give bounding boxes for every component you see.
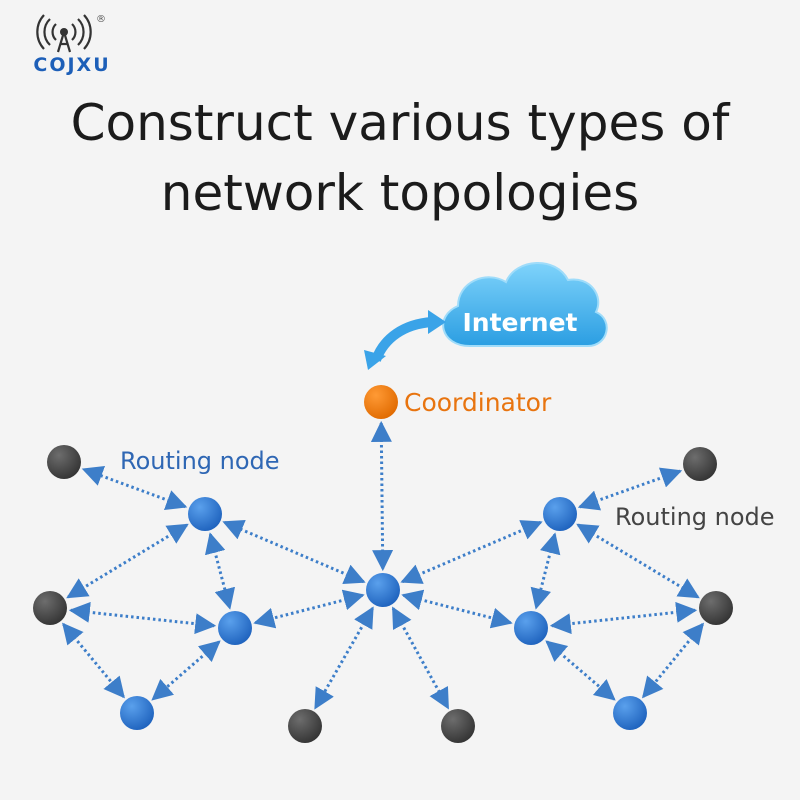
link-L-top-L-end-top — [81, 465, 188, 511]
internet-cloud: Internet — [442, 262, 608, 347]
link-R-mid-R-bot — [545, 640, 616, 701]
title-line-1: Construct various types of — [70, 94, 730, 152]
link-R-end-side-R-bot — [641, 622, 705, 699]
internet-label: Internet — [462, 308, 577, 337]
link-L-top-L-end-side — [66, 523, 189, 599]
end-device-node-R-end-top — [683, 447, 717, 481]
router-node-L-bot — [120, 696, 154, 730]
link-R-top-R-end-top — [577, 467, 683, 511]
link-R-end-side-R-mid — [549, 601, 698, 635]
link-R-top-R-mid — [530, 532, 561, 610]
nodes-layer — [33, 385, 733, 743]
router-node-R-mid — [514, 611, 548, 645]
coordinator-node — [364, 385, 398, 419]
antenna-icon — [36, 14, 92, 53]
router-node-center — [366, 573, 400, 607]
routing-node-label-left: Routing node — [120, 447, 280, 475]
link-L-end-side-L-mid — [68, 601, 217, 635]
links-layer — [62, 420, 705, 710]
coordinator-label: Coordinator — [404, 388, 552, 417]
registered-mark: ® — [96, 14, 106, 25]
end-device-node-B-end-left — [288, 709, 322, 743]
link-R-top-R-end-side — [576, 523, 700, 599]
end-device-node-L-end-top — [47, 445, 81, 479]
router-node-R-top — [543, 497, 577, 531]
link-coordinator-center — [370, 420, 394, 572]
title-line-2: network topologies — [160, 164, 640, 222]
routing-node-label-right: Routing node — [615, 503, 775, 531]
router-node-L-mid — [218, 611, 252, 645]
link-center-L-top — [222, 519, 366, 585]
link-center-R-top — [400, 520, 543, 584]
router-node-R-bot — [613, 696, 647, 730]
link-L-end-side-L-bot — [62, 622, 125, 699]
end-device-node-B-end-right — [441, 709, 475, 743]
link-L-top-L-mid — [204, 532, 236, 610]
link-center-B-end-left — [314, 606, 374, 710]
router-node-L-top — [188, 497, 222, 531]
link-center-R-mid — [401, 589, 513, 629]
page-title: Construct various types of network topol… — [0, 88, 800, 228]
link-L-mid-L-bot — [151, 640, 221, 701]
brand-name: COJXU — [33, 54, 111, 76]
uplink-arrow — [364, 310, 446, 370]
brand-logo: ® COJXU — [14, 10, 124, 80]
link-center-L-mid — [253, 589, 365, 629]
end-device-node-L-end-side — [33, 591, 67, 625]
end-device-node-R-end-side — [699, 591, 733, 625]
link-center-B-end-right — [391, 606, 450, 710]
